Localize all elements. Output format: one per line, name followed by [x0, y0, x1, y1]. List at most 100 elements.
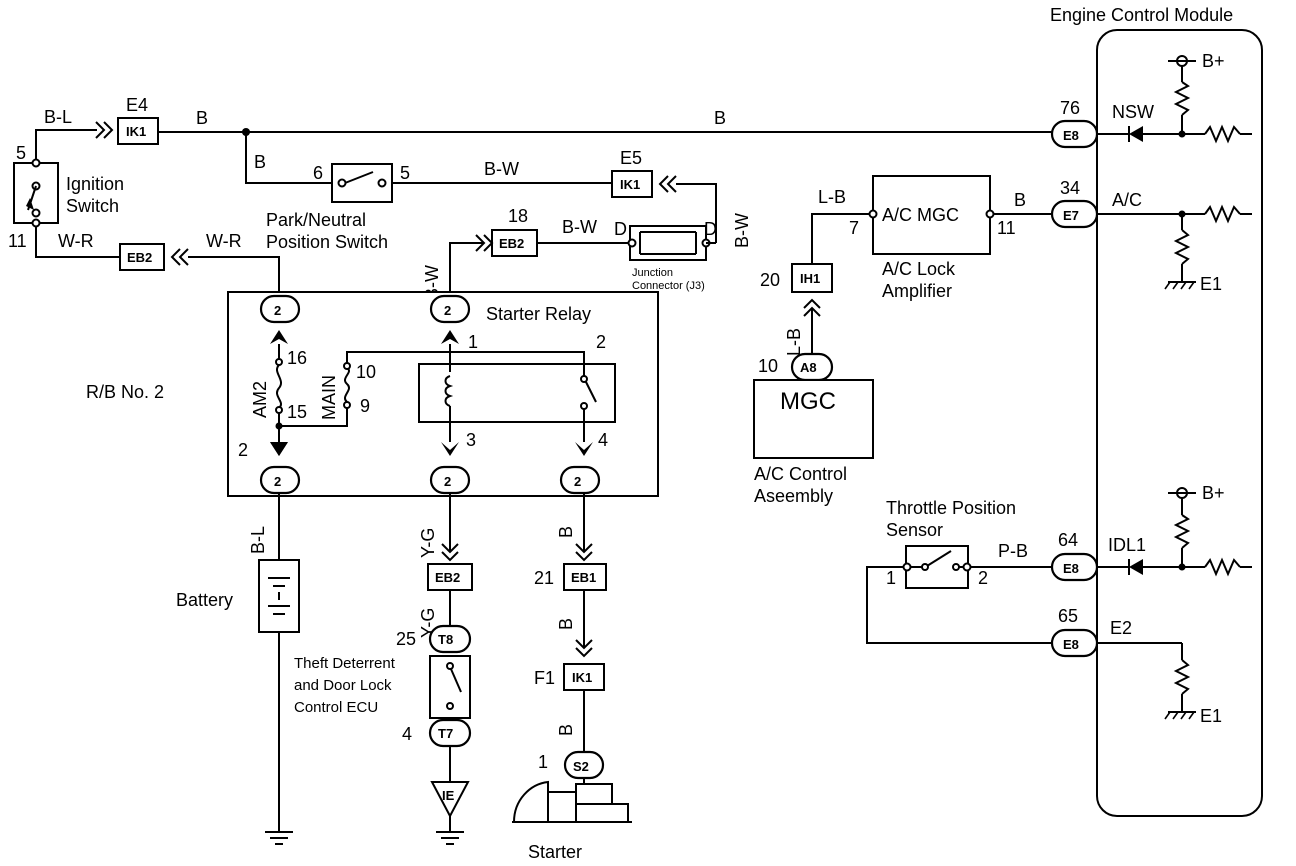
ecm-ac-circuit: E1 A/C	[1097, 190, 1252, 294]
ac-control-label-2: Aseembly	[754, 486, 833, 506]
rb-pill-bot-right: 2	[574, 474, 581, 489]
wire-bw-junction: B-W	[562, 217, 597, 237]
t7-connector: T7	[438, 726, 453, 741]
wire-bw-pnp: B-W	[484, 159, 519, 179]
theft-label-3: Control ECU	[294, 699, 378, 716]
wire-b-1: B	[196, 108, 208, 128]
pin-18: 18	[508, 206, 528, 226]
eb1-connector: EB1	[571, 570, 596, 585]
theft-label-2: and Door Lock	[294, 677, 392, 694]
pin-1-starter: 1	[538, 752, 548, 772]
rb-pill-top-left: 2	[274, 303, 281, 318]
e5-connector: IK1	[620, 177, 640, 192]
main-b-wire: IK1 E4 B-L B B E8 76	[35, 95, 1099, 160]
eb2-connector-theft: EB2	[435, 570, 460, 585]
f1-connector: IK1	[572, 670, 592, 685]
pin-4: 4	[598, 430, 608, 450]
eb2-connector-ign: EB2	[127, 250, 152, 265]
wire-lb-top: L-B	[818, 187, 846, 207]
throttle-label-1: Throttle Position	[886, 498, 1016, 518]
ecm-e8-idl1: E8	[1063, 561, 1079, 576]
pin-e5: E5	[620, 148, 642, 168]
rb-pin-2-left: 2	[238, 440, 248, 460]
ac-lock-amplifier: A/C MGC A/C Lock Amplifier 7 11 B E7 34 …	[758, 175, 1099, 382]
ac-e1-label: E1	[1200, 274, 1222, 294]
ac-mgc-label: A/C MGC	[882, 205, 959, 225]
pin-25: 25	[396, 629, 416, 649]
ecm-idl1-circuit: B+ IDL1	[1097, 483, 1252, 577]
wire-bl-battery: B-L	[248, 526, 268, 554]
junction-pin-d-right: D	[704, 219, 717, 239]
battery-branch: B-L Battery	[176, 493, 300, 845]
pnp-label-2: Position Switch	[266, 232, 388, 252]
ignition-pin-11: 11	[8, 231, 27, 251]
starter-relay-label: Starter Relay	[486, 304, 591, 324]
junction-connector: D D Junction Connector (J3) B-W EB2 18 B…	[422, 206, 717, 300]
main-label: MAIN	[319, 375, 339, 420]
eb2-connector-relay: EB2	[499, 236, 524, 251]
pin-1: 1	[468, 332, 478, 352]
a8-connector: A8	[800, 360, 817, 375]
ac-lock-label-1: A/C Lock	[882, 259, 956, 279]
ignition-pin-5: 5	[16, 143, 26, 163]
ac-control-assembly: MGC A/C Control Aseembly	[753, 379, 874, 506]
junction-pin-d-left: D	[614, 219, 627, 239]
e4-connector: IK1	[126, 124, 146, 139]
rb-pill-bot-left: 2	[274, 474, 281, 489]
rb-pill-top-mid: 2	[444, 303, 451, 318]
ih1-connector: IH1	[800, 271, 820, 286]
park-neutral-switch: B 6 5 Park/Neutral Position Switch B-W I…	[245, 132, 752, 252]
junction-label-1: Junction	[632, 267, 673, 279]
ignition-switch-label-2: Switch	[66, 196, 119, 216]
pin-76: 76	[1060, 98, 1080, 118]
pin-10-ac: 10	[758, 356, 778, 376]
wire-wr-2: W-R	[206, 231, 242, 251]
ac-pin-11: 11	[997, 218, 1016, 238]
starter-motor-icon	[512, 780, 549, 823]
rb-pill-bot-mid: 2	[444, 474, 451, 489]
pin-10: 10	[356, 362, 376, 382]
pin-9: 9	[360, 396, 370, 416]
wr-wire: W-R EB2 W-R	[35, 226, 280, 296]
pin-3: 3	[466, 430, 476, 450]
starter-label: Starter	[528, 842, 582, 862]
relay-block-2: R/B No. 2 Starter Relay 2 2 2 2 2 AM2 16…	[86, 291, 659, 497]
wire-b-starter-3: B	[556, 724, 576, 736]
ecm-e8-e2: E8	[1063, 637, 1079, 652]
e2-label: E2	[1110, 618, 1132, 638]
e2-e1-label: E1	[1200, 706, 1222, 726]
ac-lock-label-2: Amplifier	[882, 281, 952, 301]
wire-bl-top: B-L	[44, 107, 72, 127]
ie-ground: IE	[442, 788, 455, 803]
wire-lb-bottom: L-B	[784, 328, 804, 356]
wire-yg-1: Y-G	[418, 528, 438, 558]
battery-label: Battery	[176, 590, 233, 610]
wire-wr-1: W-R	[58, 231, 94, 251]
ecm-e8-nsw: E8	[1063, 128, 1079, 143]
ecm-nsw-circuit: B+ NSW	[1097, 51, 1252, 144]
wire-b-3: B	[254, 152, 266, 172]
pin-f1: F1	[534, 668, 555, 688]
nsw-bplus-label: B+	[1202, 51, 1225, 71]
pin-20: 20	[760, 270, 780, 290]
pin-21: 21	[534, 568, 554, 588]
mgc-label: MGC	[780, 388, 836, 415]
nsw-label: NSW	[1112, 102, 1154, 122]
engine-control-module: Engine Control Module	[1050, 5, 1263, 817]
s2-connector: S2	[573, 759, 589, 774]
rb2-label: R/B No. 2	[86, 382, 164, 402]
throttle-pin-2: 2	[978, 568, 988, 588]
ac-signal-label: A/C	[1112, 190, 1142, 210]
theft-label-1: Theft Deterrent	[294, 655, 396, 672]
ignition-switch-label-1: Ignition	[66, 174, 124, 194]
pnp-pin-5: 5	[400, 163, 410, 183]
wire-b-2: B	[714, 108, 726, 128]
idl1-label: IDL1	[1108, 535, 1146, 555]
starter-branch: B EB1 21 B IK1 F1 B S2 1 Starter	[512, 493, 632, 862]
pnp-label-1: Park/Neutral	[266, 210, 366, 230]
wire-b-ac: B	[1014, 190, 1026, 210]
throttle-label-2: Sensor	[886, 520, 943, 540]
pin-65: 65	[1058, 606, 1078, 626]
